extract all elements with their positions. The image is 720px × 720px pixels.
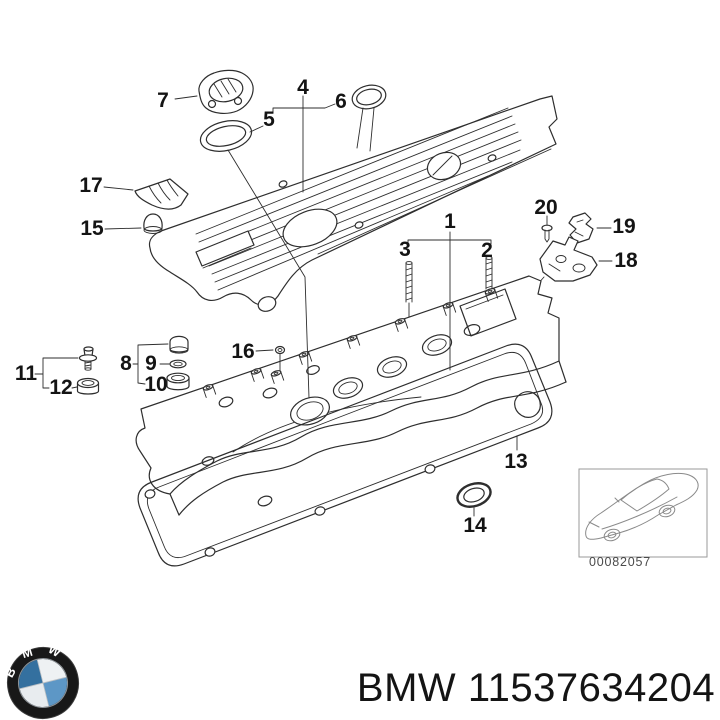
screw-part20 <box>541 215 553 243</box>
part-label-8: 8 <box>120 352 132 375</box>
part-label-5: 5 <box>263 108 275 131</box>
part-label-16: 16 <box>231 340 255 363</box>
engine-cover-part4 <box>148 95 558 312</box>
washer-part9 <box>169 359 187 369</box>
rubber-pad-part17 <box>134 178 189 210</box>
seal-ring-part14 <box>456 482 492 517</box>
clip-part19 <box>568 212 612 244</box>
part-label-19: 19 <box>612 215 636 238</box>
stud-part2 <box>485 256 493 290</box>
part-number-text: 11537634204 <box>467 666 716 710</box>
nut-part16 <box>274 345 286 355</box>
part-label-20: 20 <box>534 196 558 219</box>
part-label-15: 15 <box>80 217 104 240</box>
part-label-4: 4 <box>297 76 309 99</box>
leader-lines <box>34 95 492 399</box>
brand-text: BMW <box>356 666 457 710</box>
part-label-3: 3 <box>399 238 411 261</box>
stud-part3 <box>405 261 413 319</box>
part-label-11: 11 <box>14 362 38 385</box>
gasket-part13 <box>137 343 553 567</box>
diagram-code: 00082057 <box>589 555 652 569</box>
part-label-9: 9 <box>145 352 157 375</box>
part-label-6: 6 <box>335 90 347 113</box>
cap-part8 <box>169 335 189 354</box>
part-label-7: 7 <box>157 89 169 112</box>
part-number-caption: BMW 11537634204 <box>357 666 715 711</box>
part-label-13: 13 <box>504 450 528 473</box>
part-label-1: 1 <box>444 210 456 233</box>
part-label-2: 2 <box>481 239 493 262</box>
grommet-part10 <box>166 372 190 391</box>
grommet-part15 <box>143 213 163 234</box>
seal-ring-part5 <box>199 120 253 152</box>
car-thumbnail-box <box>578 468 708 558</box>
bolt-part11 <box>78 346 98 371</box>
part-label-17: 17 <box>79 174 103 197</box>
oil-cap-part7 <box>198 69 254 114</box>
part-label-12: 12 <box>49 376 73 399</box>
car-icon <box>585 472 699 542</box>
o-ring-part6 <box>351 84 387 110</box>
bmw-logo: BMW <box>0 634 79 719</box>
part-label-14: 14 <box>463 514 487 537</box>
part-label-18: 18 <box>614 249 638 272</box>
valve-cover-part1 <box>135 275 567 516</box>
grommet-part12 <box>76 377 100 395</box>
part-label-10: 10 <box>144 373 168 396</box>
